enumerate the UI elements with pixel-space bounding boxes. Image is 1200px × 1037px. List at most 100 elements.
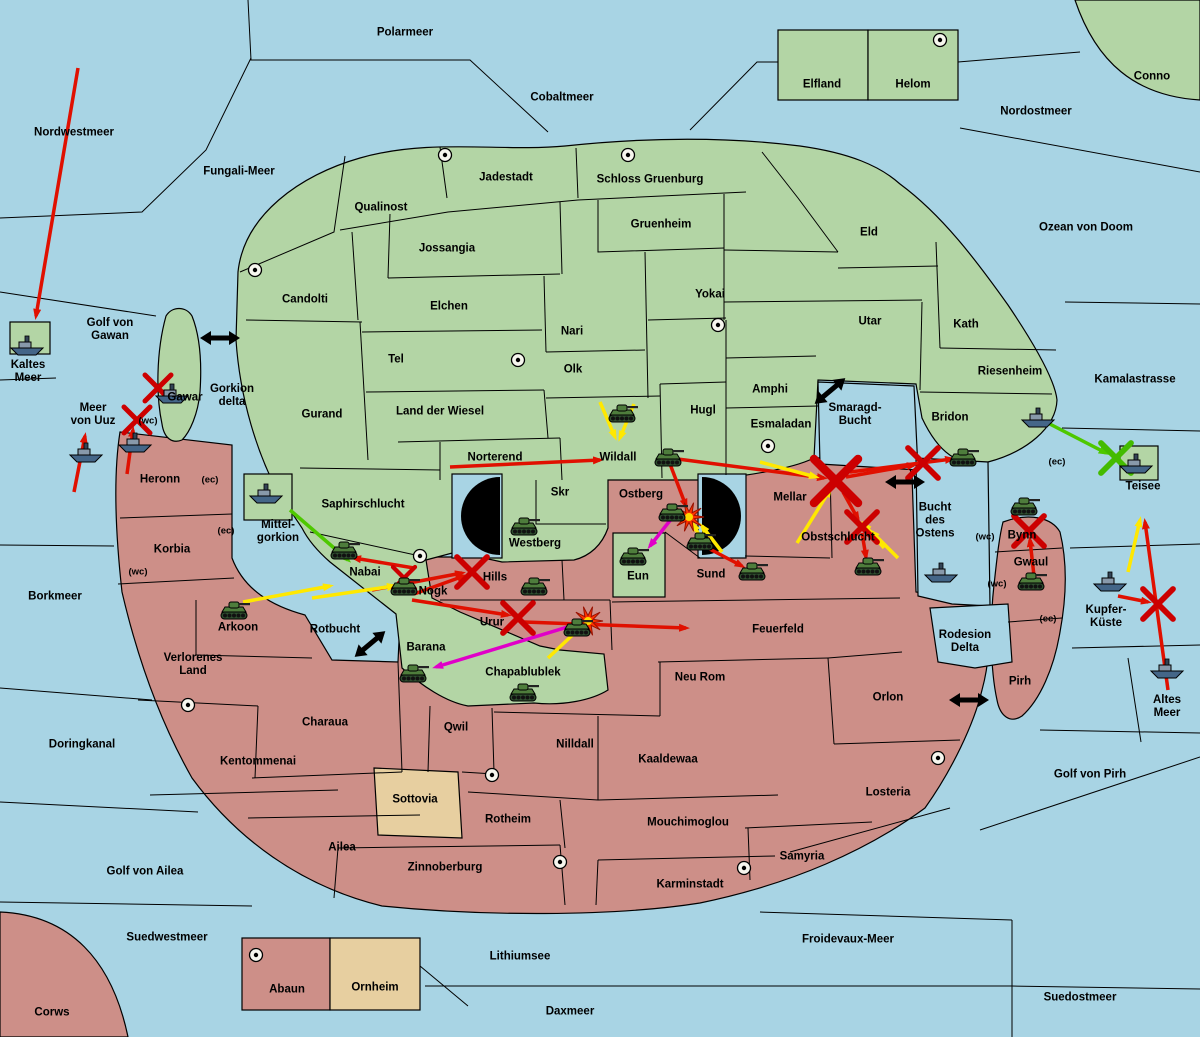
- tank-unit[interactable]: [608, 404, 638, 423]
- territory-label: Mouchimoglou: [647, 816, 729, 829]
- tank-unit[interactable]: [686, 532, 716, 551]
- territory-label: Jadestadt: [479, 171, 533, 184]
- sea-label: Mittel- gorkion: [256, 519, 300, 544]
- territory-label: Qwil: [443, 721, 469, 734]
- sea-label: Froidevaux-Meer: [801, 933, 895, 946]
- tank-unit[interactable]: [220, 601, 250, 620]
- ship-unit[interactable]: [9, 335, 45, 356]
- territory-label: Sottovia: [392, 793, 438, 806]
- ship-unit[interactable]: [154, 383, 190, 404]
- territory-label: Hugl: [690, 404, 716, 417]
- battle-x-icon: [1140, 586, 1176, 622]
- sea-label: Daxmeer: [545, 1005, 595, 1018]
- territory-label: Abaun: [269, 983, 305, 996]
- territory-label: Yokai: [695, 288, 725, 301]
- rodesion-delta-water: [929, 603, 1013, 669]
- sea-link-arrow-icon: [814, 378, 846, 404]
- ship-unit[interactable]: [68, 442, 104, 463]
- attack-arrow-yellow: [311, 583, 398, 600]
- tank-unit[interactable]: [658, 503, 688, 522]
- territory-label: Neu Rom: [674, 671, 726, 684]
- ship-unit[interactable]: [1149, 658, 1185, 679]
- ornheim-box[interactable]: [329, 937, 421, 1011]
- corws-corner[interactable]: [0, 911, 129, 1037]
- town-marker-icon: [932, 32, 948, 48]
- sea-label: Golf von Ailea: [106, 865, 184, 878]
- units-layer[interactable]: [9, 335, 1185, 702]
- tank-unit[interactable]: [854, 557, 884, 576]
- territory-label: Utar: [858, 315, 882, 328]
- sea-label: Smaragd- Bucht: [828, 402, 882, 427]
- attack-arrow-red: [411, 598, 512, 618]
- territory-label: Ornheim: [351, 981, 399, 994]
- attack-arrow-red: [1117, 594, 1152, 605]
- territory-label: Pirh: [1008, 675, 1032, 688]
- region-tag-label: (ec): [1048, 456, 1066, 468]
- territory-label: Charaua: [301, 716, 349, 729]
- territory-label: Esmaladan: [750, 418, 812, 431]
- territory-label: Skr: [550, 486, 570, 499]
- territory-label: Hills: [482, 571, 508, 584]
- sottovia-region[interactable]: [373, 767, 463, 839]
- territory-label: Qualinost: [354, 201, 408, 214]
- sea-label: Nordostmeer: [1000, 105, 1072, 118]
- territory-label: Bridon: [931, 411, 969, 424]
- tank-unit[interactable]: [949, 448, 979, 467]
- town-marker-icon: [710, 317, 726, 333]
- attack-arrow-red: [413, 574, 468, 596]
- attack-arrow-red: [669, 456, 828, 482]
- territory-label: Gruenheim: [630, 218, 692, 231]
- battle-x-icon: [1011, 513, 1047, 549]
- territory-label: Samyria: [779, 850, 825, 863]
- region-tag-label: (wc): [975, 531, 995, 543]
- battle-x-icon: [809, 454, 863, 508]
- sea-label: Kupfer- Küste: [1085, 604, 1127, 629]
- ship-unit[interactable]: [1118, 453, 1154, 474]
- tank-unit[interactable]: [510, 517, 540, 536]
- territory-label: Nari: [560, 325, 584, 338]
- ship-unit[interactable]: [1092, 571, 1128, 592]
- green-continent[interactable]: [235, 138, 1058, 707]
- attack-arrow-yellow: [699, 522, 724, 554]
- tank-unit[interactable]: [563, 618, 593, 637]
- sea-label: Nordwestmeer: [34, 126, 114, 139]
- town-marker-icon: [930, 750, 946, 766]
- ship-unit[interactable]: [923, 562, 959, 583]
- tank-unit[interactable]: [509, 683, 539, 702]
- tank-unit[interactable]: [330, 541, 360, 560]
- ship-unit[interactable]: [117, 432, 153, 453]
- attack-arrow-red: [1026, 536, 1036, 577]
- territory-label: Westberg: [508, 537, 562, 550]
- tank-unit[interactable]: [619, 547, 649, 566]
- territory-label: Saphirschlucht: [321, 498, 405, 511]
- tank-unit[interactable]: [399, 664, 429, 683]
- sea-label: Meer von Uuz: [70, 402, 116, 427]
- ship-unit[interactable]: [1020, 407, 1056, 428]
- territory-label: Elchen: [430, 300, 468, 313]
- tank-unit[interactable]: [1010, 497, 1040, 516]
- ship-unit[interactable]: [248, 483, 284, 504]
- battle-x-icon: [844, 509, 880, 545]
- tank-unit[interactable]: [654, 448, 684, 467]
- territory-label: Tel: [388, 353, 404, 366]
- tank-unit[interactable]: [1017, 572, 1047, 591]
- territory-label: Amphi: [752, 383, 788, 396]
- elfland-box[interactable]: [777, 29, 869, 101]
- territory-label: Olk: [563, 363, 583, 376]
- tank-unit[interactable]: [390, 577, 420, 596]
- red-east-arm[interactable]: [990, 516, 1066, 720]
- territory-label: Urur: [479, 616, 505, 629]
- town-marker-icon: [760, 438, 776, 454]
- sea-label: Kaltes Meer: [10, 359, 46, 384]
- attack-arrows-layer: [33, 67, 1170, 691]
- territory-label: Rotheim: [485, 813, 531, 826]
- territory-label: Gawar: [167, 391, 203, 404]
- tank-unit[interactable]: [738, 562, 768, 581]
- sea-link-arrow-icon: [354, 631, 386, 657]
- town-marker-icon: [412, 548, 428, 564]
- tank-unit[interactable]: [520, 577, 550, 596]
- town-marker-icon: [620, 147, 636, 163]
